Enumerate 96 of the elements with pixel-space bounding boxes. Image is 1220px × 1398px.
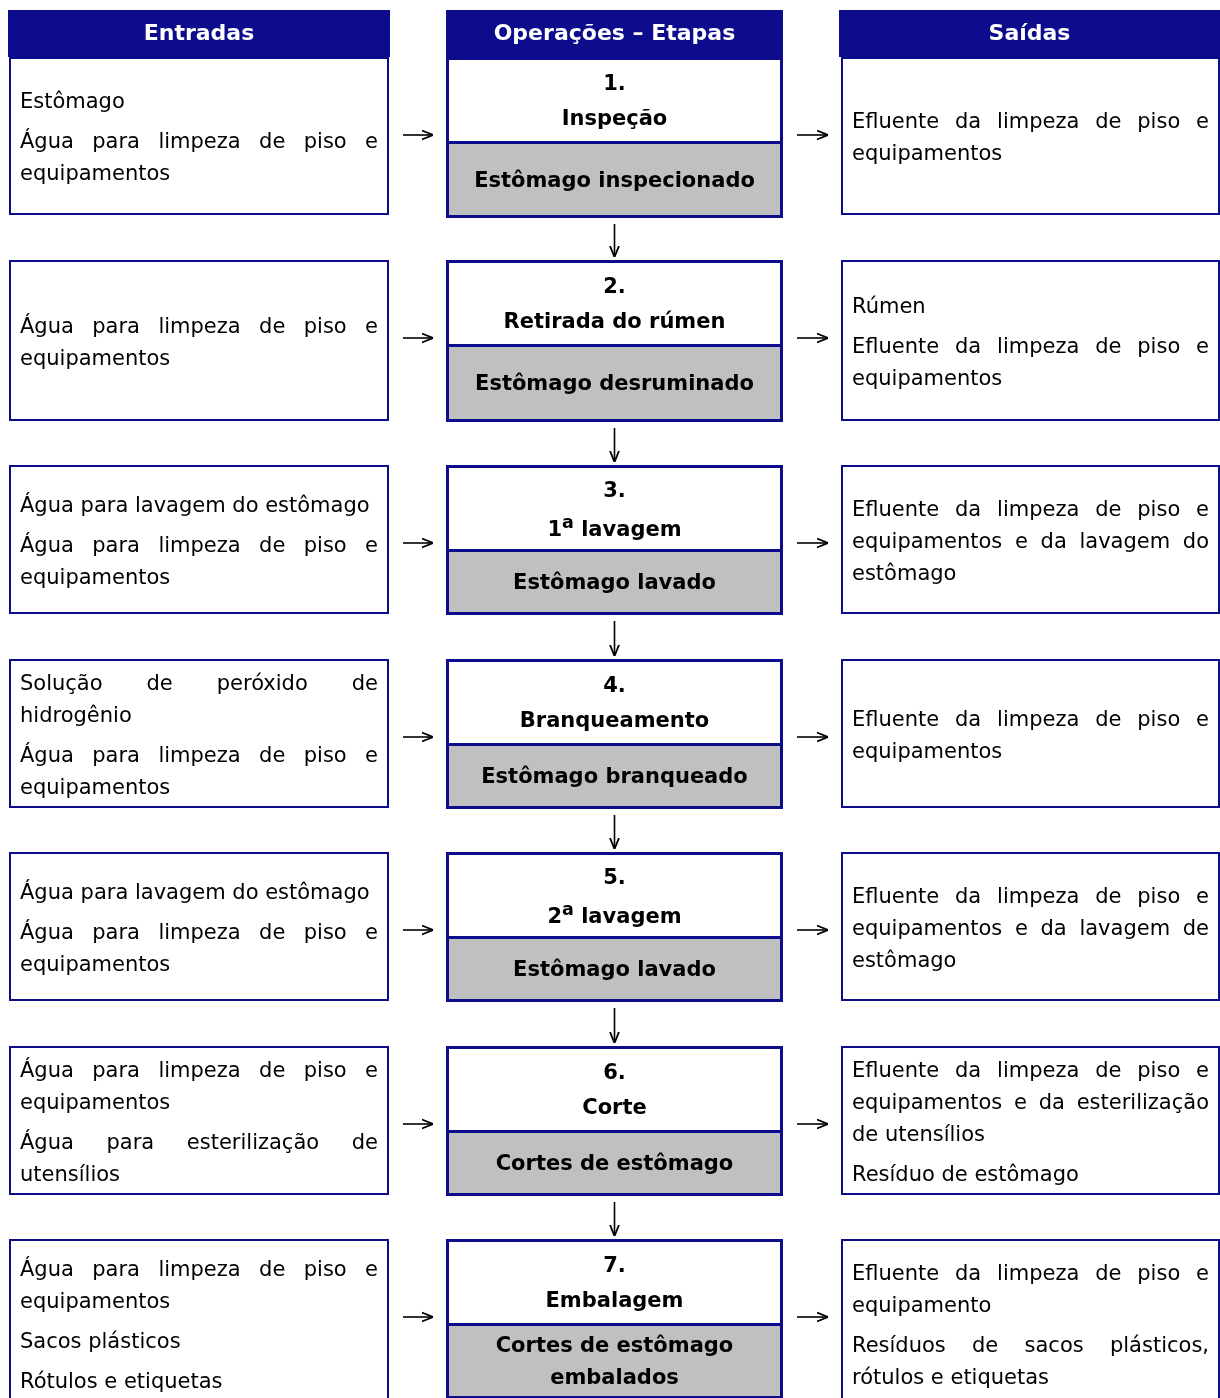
arrow	[609, 1201, 620, 1237]
step-text: 5.	[603, 864, 626, 891]
product-text: Estômago lavado	[513, 956, 716, 983]
box-text: Rúmen	[852, 292, 927, 320]
step-text: 4.	[603, 672, 626, 700]
box-text: Resíduos de sacos plásticos, rótulos e etiquetas	[852, 1332, 1209, 1391]
arrow	[796, 129, 829, 141]
arrow	[609, 427, 620, 463]
box-text: Rótulos e etiquetas	[20, 1368, 224, 1395]
box-text: Água para limpeza de piso e equipamentos	[20, 312, 378, 372]
step-text: 7.	[603, 1252, 626, 1280]
box-text: Efluente da limpeza de piso e equipamentos e da lavagem de estômago	[852, 882, 1209, 974]
product-text: Estômago desruminado	[475, 370, 754, 397]
process-step-box	[446, 57, 783, 141]
product-box	[446, 549, 783, 615]
arrow	[796, 332, 829, 344]
process-step-box	[446, 659, 783, 743]
box-text: Efluente da limpeza de piso e equipamentos	[852, 705, 1209, 765]
box-text: Água para limpeza de piso e equipamentos	[20, 741, 378, 801]
flow-box	[841, 260, 1220, 421]
flow-box	[9, 1046, 389, 1195]
step-text: 2$^{a}$ lavagem	[547, 898, 682, 930]
arrow	[796, 537, 829, 549]
arrow	[402, 332, 434, 344]
product-box	[446, 1323, 783, 1398]
box-text: Água para limpeza de piso e equipamentos	[20, 127, 378, 187]
box-text: Efluente da limpeza de piso e equipamentos	[852, 108, 1209, 167]
flow-box	[9, 260, 389, 421]
product-text: Cortes de estômago	[495, 1150, 734, 1177]
box-text: Água para limpeza de piso e equipamentos	[20, 1056, 378, 1116]
arrow	[609, 814, 620, 850]
arrow	[402, 1118, 434, 1130]
product-box	[446, 1130, 783, 1196]
flow-box	[841, 1046, 1220, 1195]
step-text: 2.	[603, 273, 626, 301]
box-text: Resíduo de estômago	[852, 1160, 1080, 1188]
process-step-box	[446, 852, 783, 936]
product-text: Cortes de estômago embalados	[494, 1332, 735, 1391]
box-text: Água para lavagem do estômago	[20, 491, 371, 519]
product-text: Estômago branqueado	[481, 763, 748, 790]
arrow	[796, 731, 829, 743]
step-text: 1.	[603, 70, 626, 98]
arrow	[609, 620, 620, 657]
column-header: Saídas	[839, 10, 1220, 57]
box-text: Água para limpeza de piso e equipamentos	[20, 1255, 378, 1315]
box-text: Água para limpeza de piso e equipamentos	[20, 918, 378, 978]
box-text: Água para esterilização de utensílios	[20, 1128, 378, 1188]
box-text: Efluente da limpeza de piso e equipamentos	[852, 332, 1209, 392]
product-box	[446, 344, 783, 422]
column-header: Operações – Etapas	[446, 10, 783, 57]
step-text: Embalagem	[545, 1286, 684, 1314]
arrow	[402, 1311, 434, 1323]
arrow	[402, 129, 434, 141]
box-text: Água para lavagem do estômago	[20, 878, 371, 906]
box-text: Estômago	[20, 88, 126, 115]
arrow	[402, 537, 434, 549]
box-text: Solução de peróxido de hidrogênio	[20, 669, 378, 729]
process-step-box	[446, 465, 783, 549]
product-box	[446, 743, 783, 809]
step-text: 6.	[603, 1059, 626, 1087]
process-step-box	[446, 1239, 783, 1323]
step-text: 1$^{a}$ lavagem	[547, 511, 682, 543]
arrow	[796, 1311, 829, 1323]
flow-box	[9, 57, 389, 215]
flow-box	[9, 852, 389, 1001]
product-box	[446, 936, 783, 1002]
flow-box	[841, 1239, 1220, 1398]
flow-box	[841, 57, 1220, 215]
flow-box	[841, 465, 1220, 614]
process-step-box	[446, 1046, 783, 1130]
box-text: Efluente da limpeza de piso e equipamentos e da esterilização de utensílios	[852, 1056, 1209, 1148]
product-text: Estômago inspecionado	[474, 166, 755, 194]
flow-box	[9, 659, 389, 808]
arrow	[609, 223, 620, 258]
flow-box	[9, 465, 389, 614]
box-text: Água para limpeza de piso e equipamentos	[20, 531, 378, 591]
box-text: Sacos plásticos	[20, 1328, 182, 1355]
step-text: Inspeção	[561, 104, 668, 132]
flow-box	[9, 1239, 389, 1398]
product-text: Estômago lavado	[513, 569, 716, 596]
box-text: Efluente da limpeza de piso e equipamentos e da lavagem do estômago	[852, 495, 1209, 587]
arrow	[609, 1007, 620, 1044]
step-text: 3.	[603, 477, 626, 504]
step-text: Corte	[582, 1093, 647, 1121]
column-header: Entradas	[8, 10, 390, 57]
arrow	[796, 924, 829, 936]
step-text: Branqueamento	[519, 706, 710, 734]
process-step-box	[446, 260, 783, 344]
product-box	[446, 141, 783, 218]
flow-box	[841, 659, 1220, 808]
box-text: Efluente da limpeza de piso e equipamento	[852, 1260, 1209, 1319]
arrow	[402, 731, 434, 743]
arrow	[402, 924, 434, 936]
flow-box	[841, 852, 1220, 1001]
step-text: Retirada do rúmen	[503, 307, 726, 335]
arrow	[796, 1118, 829, 1130]
